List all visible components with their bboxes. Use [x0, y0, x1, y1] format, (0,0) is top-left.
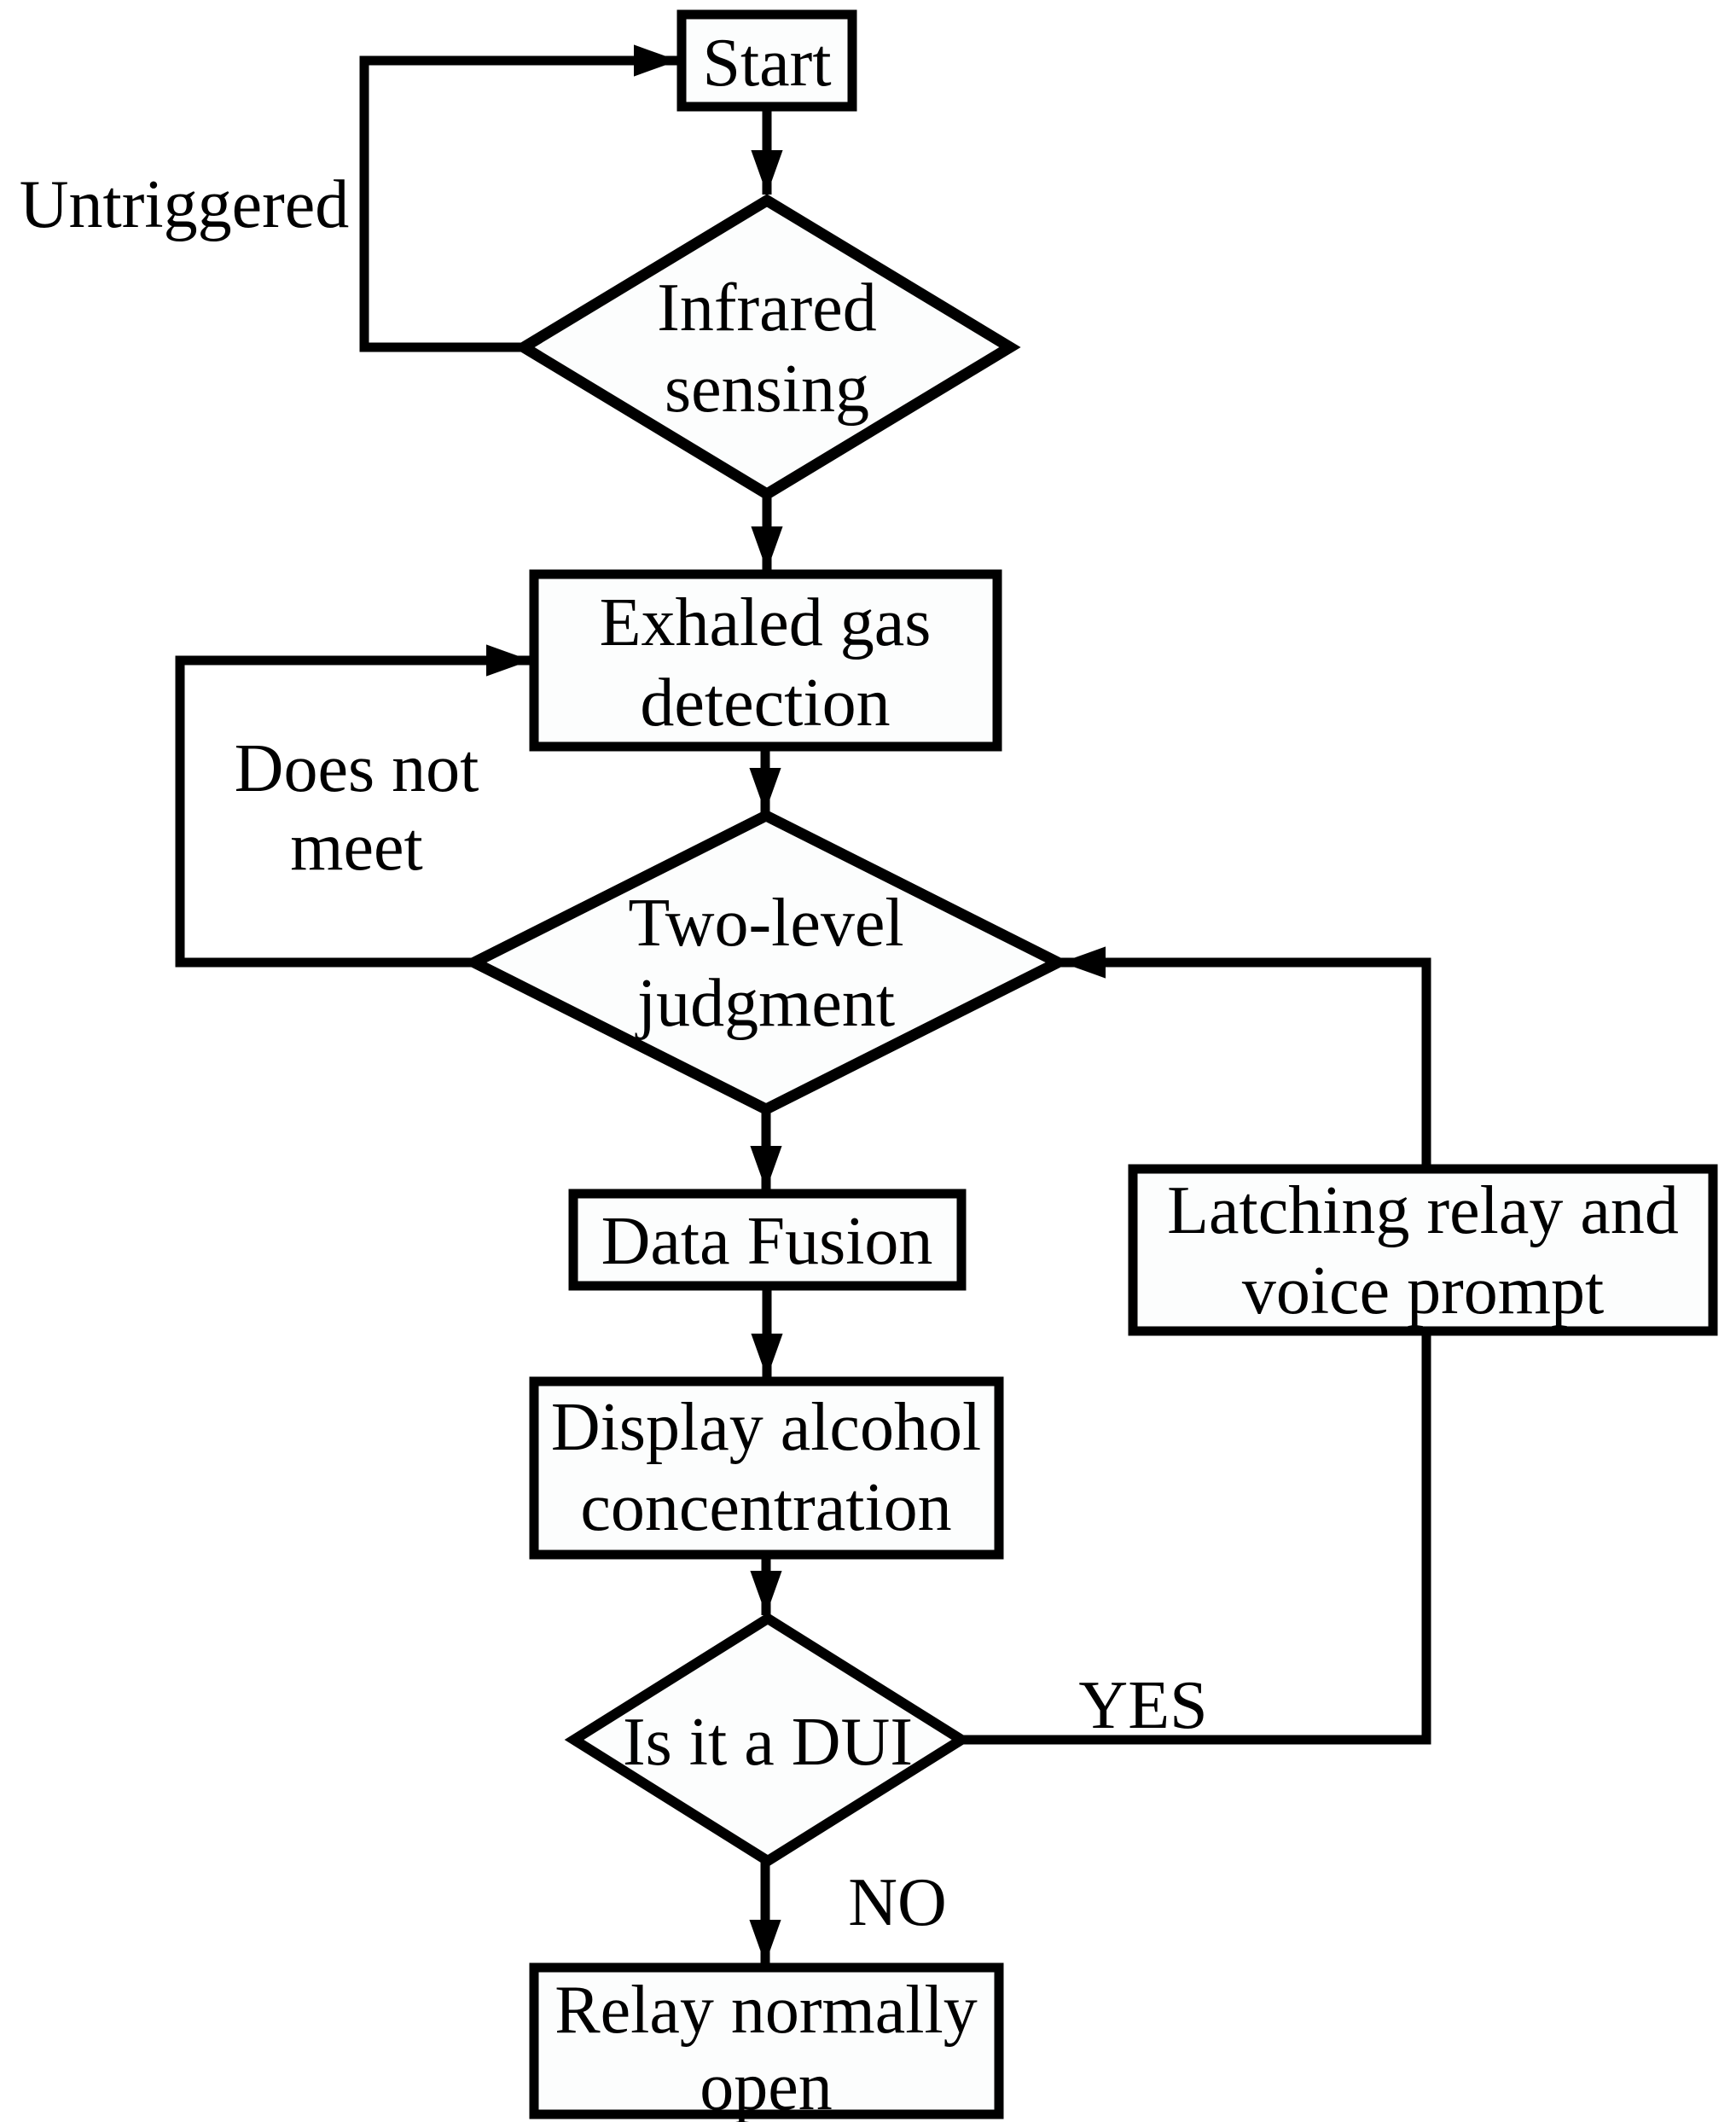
infrared-sensing-label-line1: Infrared [657, 270, 877, 346]
node-start: Start [676, 9, 857, 112]
node-latching-relay-voice-prompt: Latching relay and voice prompt [1128, 1164, 1718, 1336]
display-alcohol-concentration-label-line1: Display alcohol [551, 1390, 981, 1465]
exhaled-gas-detection-label-line1: Exhaled gas [600, 585, 932, 660]
edges [175, 44, 1431, 1964]
is-it-a-dui-label: Is it a DUI [623, 1705, 913, 1780]
no-label: NO [848, 1865, 947, 1940]
edge-dui-to-latching-yes [961, 1333, 1431, 1745]
edge-twolevel-to-exhaled-doesnotmeet-loop [175, 644, 531, 968]
node-is-it-a-dui: Is it a DUI [564, 1612, 972, 1868]
edge-infrared-to-start-untriggered-loop [359, 44, 678, 352]
is-it-a-dui-diamond [564, 1612, 972, 1868]
latching-relay-voice-prompt-label-line1: Latching relay and [1167, 1173, 1679, 1248]
node-infrared-sensing: Infrared sensing [513, 194, 1021, 501]
start-box [676, 9, 857, 112]
edge-labels: Untriggered Does not meet YES NO [20, 167, 1208, 1940]
start-label: Start [702, 26, 831, 101]
data-fusion-box [568, 1189, 967, 1291]
edge-latching-to-twolevel [1061, 946, 1431, 1169]
exhaled-gas-detection-label-line2: detection [640, 666, 890, 741]
relay-normally-open-label-line2: open [700, 2049, 833, 2122]
infrared-sensing-diamond [513, 194, 1021, 501]
node-display-alcohol-concentration: Display alcohol concentration [529, 1376, 1004, 1560]
untriggered-label: Untriggered [20, 167, 350, 242]
display-alcohol-concentration-label-line2: concentration [580, 1470, 951, 1545]
relay-normally-open-box [529, 1962, 1004, 2119]
relay-normally-open-label-line1: Relay normally [554, 1973, 977, 2048]
latching-relay-voice-prompt-label-line2: voice prompt [1242, 1253, 1604, 1328]
does-not-meet-label-line1: Does not [235, 731, 479, 806]
node-two-level-judgment: Two-level judgment [462, 809, 1071, 1116]
node-data-fusion: Data Fusion [568, 1189, 967, 1291]
node-relay-normally-open: Relay normally open [529, 1962, 1004, 2122]
two-level-judgment-diamond [462, 809, 1071, 1116]
yes-label: YES [1078, 1668, 1207, 1743]
nodes: Start Infrared sensing Exhaled gas detec… [462, 9, 1718, 2122]
data-fusion-label: Data Fusion [601, 1204, 933, 1279]
does-not-meet-label-line2: meet [290, 810, 422, 885]
two-level-judgment-label-line1: Two-level [628, 886, 903, 961]
latching-relay-voice-prompt-box [1128, 1164, 1718, 1336]
node-exhaled-gas-detection: Exhaled gas detection [529, 569, 1002, 752]
exhaled-gas-detection-box [529, 569, 1002, 752]
two-level-judgment-label-line2: judgment [635, 966, 895, 1041]
infrared-sensing-label-line2: sensing [665, 352, 869, 427]
display-alcohol-concentration-box [529, 1376, 1004, 1560]
